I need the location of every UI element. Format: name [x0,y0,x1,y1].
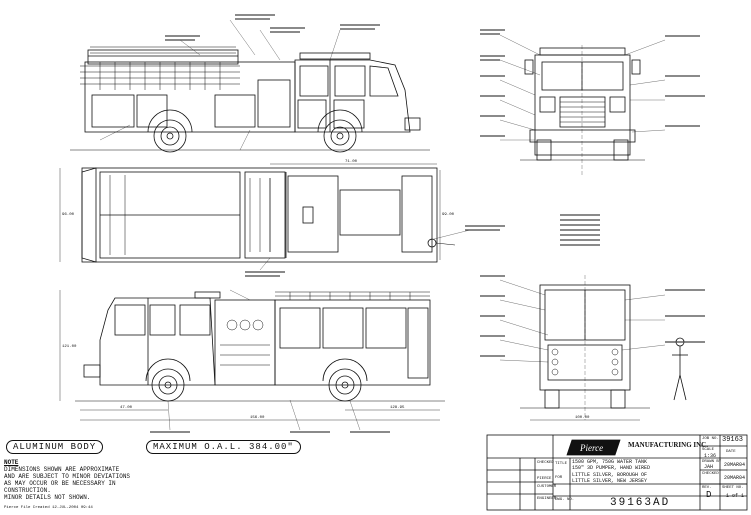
checked-value: 20MAR04 [724,475,746,481]
description-line: LITTLE SILVER, BOROUGH OF [572,472,648,478]
scale-label: SCALE [702,448,715,452]
sheet-value: 1 of 1 [726,493,745,499]
note-line: MINOR DETAILS NOT SHOWN. [4,494,91,501]
note-line: CONSTRUCTION. [4,487,51,494]
note-line: DIMENSIONS SHOWN ARE APPROXIMATE [4,466,120,473]
title-block-frame [486,434,748,511]
drawn-by-label: DRAWN BY [702,460,722,464]
dimension-label: 156.00 [250,416,265,420]
date-label: DATE [726,450,736,454]
dimension-label: 100.00 [575,416,590,420]
date-value: 20MAR04 [724,462,746,468]
drawing-number: 39163AD [610,497,671,509]
engineer-label: ENGINEER [537,497,557,501]
company-name: MANUFACTURING INC. [628,441,708,449]
note-line: AND ARE SUBJECT TO MINOR DEVIATIONS [4,473,131,480]
general-note: NOTE DIMENSIONS SHOWN ARE APPROXIMATE AN… [4,459,144,501]
title-label: TITLE [555,462,568,466]
dimension-label: 71.00 [345,160,358,164]
dimension-label: 128.95 [390,406,405,410]
note-title: NOTE [4,459,19,466]
description-line: LITTLE SILVER, NEW JERSEY [572,478,648,484]
job-number: 39163 [722,436,744,444]
drawn-by-value: JAH [704,464,714,470]
rev-value: D [706,490,712,500]
job-no-label: JOB NO. [702,437,719,441]
logo-text: Pierce [579,443,603,453]
max-oal-label: MAXIMUM O.A.L. 384.00" [146,440,301,454]
sheet-label: SHEET NO. [722,486,744,490]
rev-label: REV. [702,486,712,490]
dimension-label: 99.00 [442,213,455,217]
side-view-top [70,46,430,153]
dimension-label: 47.00 [120,406,133,410]
pierce-logo [566,439,621,456]
scale-value: 1:36 [704,453,717,459]
customer-label: CUSTOMER [537,485,557,489]
top-view [59,163,456,263]
dimension-label: 121.00 [62,345,77,349]
rear-view [520,275,688,421]
customer-signature: PIERCE [537,477,552,481]
dwg-no-label: DWG. NO. [555,498,575,502]
aluminum-body-label: ALUMINUM BODY [6,440,104,454]
description-line: 1500 GPM, 750G WATER TANK [572,459,648,465]
file-footer: Pierce File Created 12-JUL-2004 09:44 [4,506,93,510]
note-line: AS MAY OCCUR OR BE NECESSARY IN [4,480,116,487]
front-view [520,45,645,175]
for-label: FOR [555,476,563,480]
side-view-bottom [59,290,445,421]
dimension-label: 96.00 [62,213,75,217]
description-line: 150" 3D PUMPER, HAND WIRED [572,465,651,471]
checked-col-label: CHECKED [537,461,554,465]
checked-label: CHECKED [702,472,719,476]
